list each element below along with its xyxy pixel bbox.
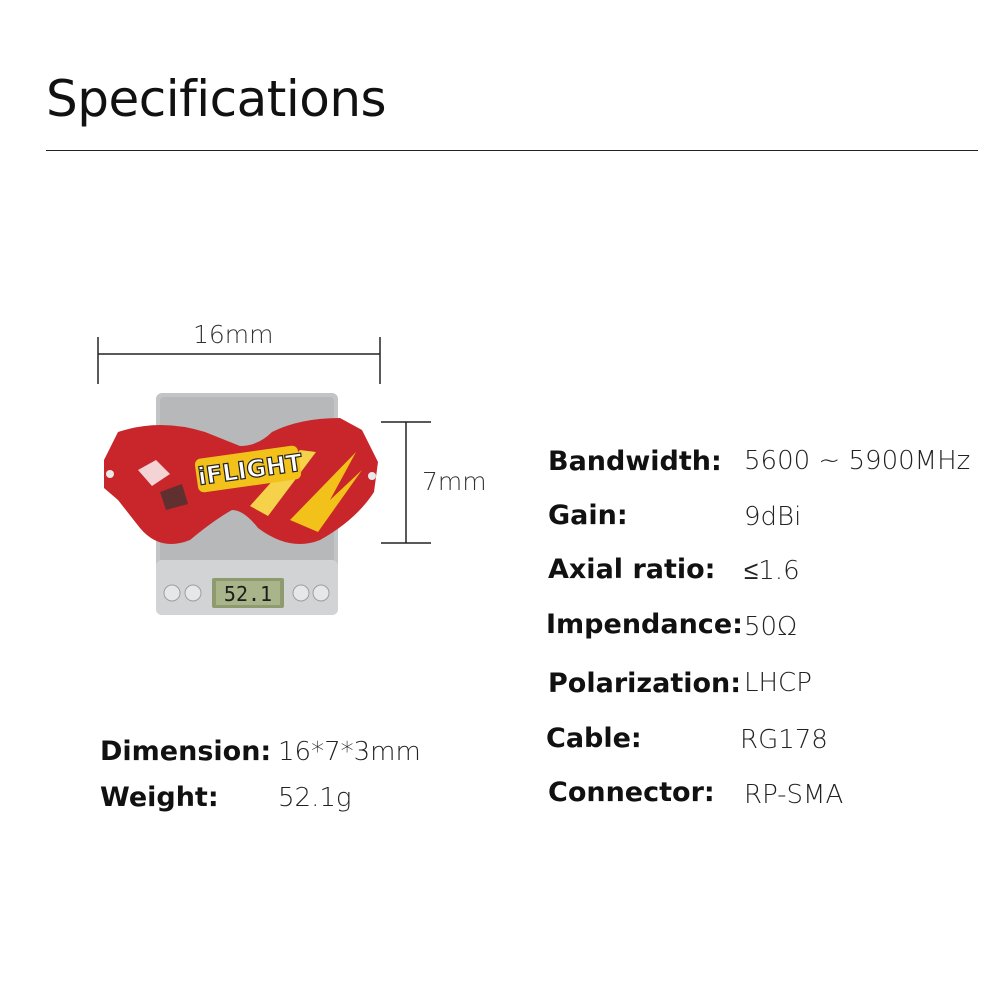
width-dimension-line: [97, 337, 381, 384]
height-dimension-line: [381, 421, 431, 544]
cable-value: RG178: [740, 725, 828, 755]
bandwidth-label: Bandwidth:: [548, 446, 722, 477]
cable-label: Cable:: [546, 723, 642, 754]
title-divider: [46, 150, 978, 151]
polarization-value: LHCP: [744, 668, 812, 698]
impedance-value: 50Ω: [744, 612, 797, 642]
width-dimension-label: 16mm: [193, 320, 274, 349]
bandwidth-value: 5600 ~ 5900MHz: [744, 446, 971, 476]
dimension-value: 16*7*3mm: [278, 737, 421, 767]
weight-label: Weight:: [100, 782, 219, 813]
height-dimension-label: 7mm: [422, 467, 487, 496]
antenna-cover: iFLIGHT: [104, 418, 378, 544]
impedance-label: Impendance:: [546, 609, 743, 640]
weight-value: 52.1g: [278, 783, 352, 813]
scale-readout: 52.1: [224, 582, 272, 606]
gain-value: 9dBi: [744, 502, 802, 532]
axial-ratio-label: Axial ratio:: [548, 554, 716, 585]
axial-ratio-value: ≤1.6: [744, 556, 800, 586]
dimension-label: Dimension:: [100, 736, 272, 767]
connector-value: RP-SMA: [744, 780, 844, 810]
connector-label: Connector:: [548, 777, 715, 808]
polarization-label: Polarization:: [548, 668, 742, 699]
gain-label: Gain:: [548, 500, 628, 531]
page-title: Specifications: [46, 70, 387, 128]
